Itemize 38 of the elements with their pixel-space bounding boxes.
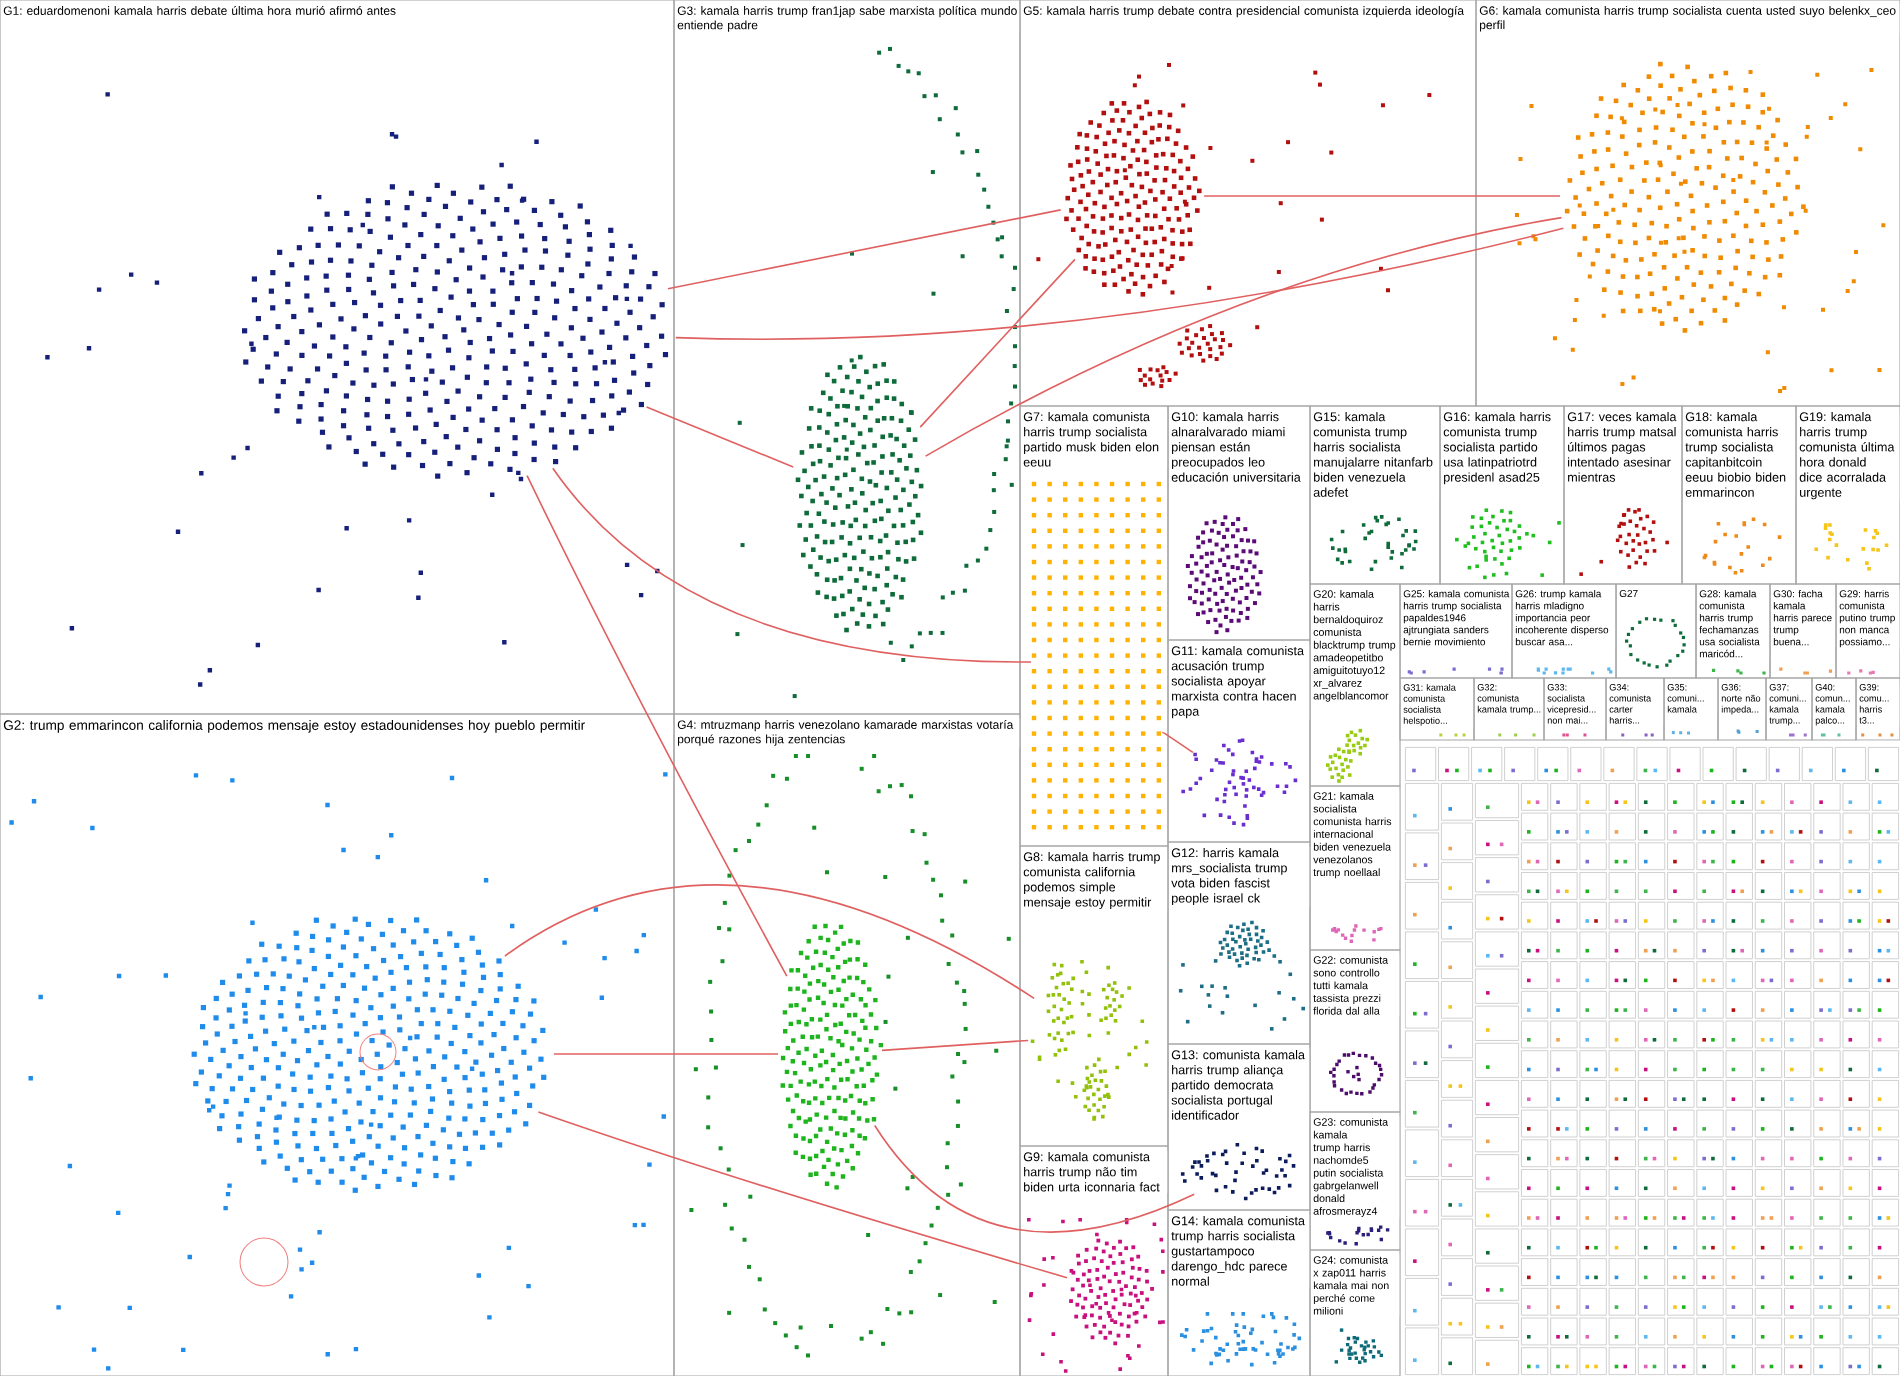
vertex-cluster <box>1218 920 1271 968</box>
network-line <box>667 209 1062 290</box>
network-line <box>881 1039 1029 1052</box>
network-line <box>645 406 794 468</box>
network-line <box>504 884 1035 1000</box>
vertex-cluster <box>1326 1225 1390 1246</box>
vertex-cluster <box>1064 99 1202 297</box>
vertex-cluster <box>1030 960 1149 1121</box>
network-line <box>553 1053 779 1055</box>
network-line <box>924 216 1563 457</box>
vertex-cluster <box>1179 1312 1302 1367</box>
network-line <box>919 258 1076 428</box>
vertex-cluster <box>1331 924 1383 943</box>
vertex-cluster <box>1339 1336 1381 1364</box>
network-line <box>537 1111 1068 1279</box>
vertex-cluster <box>242 182 669 479</box>
network-line <box>674 227 1565 340</box>
vertex-cluster <box>1181 738 1298 827</box>
vertex-cluster <box>1185 515 1263 635</box>
vertex-cluster <box>1814 523 1889 571</box>
vertex-cluster <box>795 354 924 633</box>
vertex-cluster <box>1329 1051 1384 1096</box>
vertex-cluster <box>1180 1142 1296 1201</box>
vertex-cluster <box>780 923 884 1190</box>
network-line <box>552 467 1032 663</box>
network-line <box>1162 731 1194 754</box>
vertex-cluster <box>1069 1238 1154 1346</box>
vertex-cluster <box>1564 61 1806 333</box>
vertex-grid <box>1031 481 1161 830</box>
network-line <box>526 474 788 977</box>
vertex-cluster <box>1466 508 1529 566</box>
network-line <box>1203 195 1561 197</box>
vertex-cluster <box>191 916 547 1193</box>
vertex-cluster <box>1702 517 1782 575</box>
network-line <box>873 1124 1195 1233</box>
vertex-cluster <box>1326 728 1369 783</box>
vertex-cluster <box>1329 515 1418 572</box>
vertex-cluster <box>1617 508 1657 569</box>
